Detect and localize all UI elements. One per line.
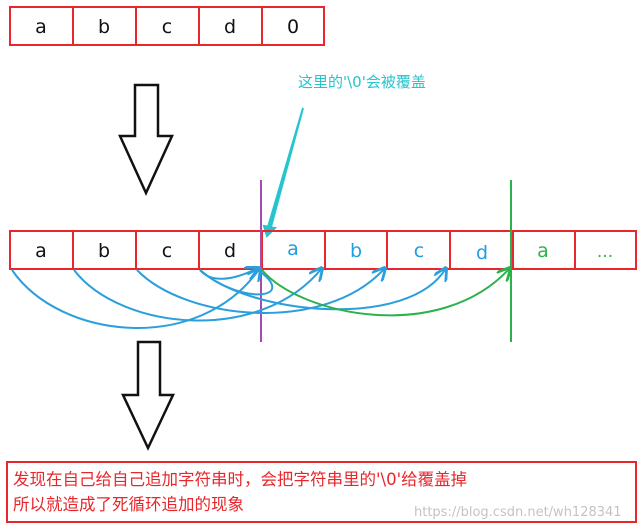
top-array: a b c d 0	[9, 6, 325, 46]
mid-cell-copied-text: a	[287, 238, 299, 260]
copy-arc-c	[136, 268, 385, 314]
top-cell-box	[261, 6, 325, 46]
caption-line-2: 所以就造成了死循环追加的现象	[13, 495, 244, 514]
blue-copy-arcs	[11, 268, 446, 329]
down-arrow-icon	[118, 83, 174, 197]
copy-arc-short	[199, 268, 258, 279]
overwrite-annotation: 这里的'\0'会被覆盖	[298, 73, 426, 91]
mid-cell-copied-text: b	[350, 240, 362, 262]
caption-box	[6, 461, 637, 523]
down-arrow-icon	[121, 340, 175, 451]
mid-cell-copied-text: c	[414, 240, 424, 262]
middle-array: a b c d a b c d a ...	[9, 230, 637, 270]
annotation-pointer-arrow	[262, 107, 304, 238]
mid-cell-text: a	[35, 240, 47, 262]
green-copy-arc	[261, 268, 510, 317]
mid-cell-second-copy-text: a	[537, 240, 549, 262]
mid-cell-text: b	[98, 240, 110, 262]
mid-cell-copied-text: d	[476, 242, 488, 264]
copy-arc-a	[11, 268, 260, 329]
watermark: https://blog.csdn.net/wh128341	[414, 505, 622, 520]
top-cell-null: 0	[287, 16, 299, 38]
top-cell-text: c	[162, 16, 172, 38]
mid-cell-text: d	[224, 240, 236, 262]
mid-cell-box	[574, 230, 637, 270]
caption-line-1: 发现在自己给自己追加字符串时，会把字符串里的'\0'给覆盖掉	[13, 470, 467, 489]
copy-arc-d-tail	[199, 268, 446, 311]
top-cell-text: b	[98, 16, 110, 38]
top-cell-text: d	[224, 16, 236, 38]
mid-cell-ellipsis: ...	[597, 242, 613, 262]
mid-cell-text: c	[162, 240, 172, 262]
top-cell-text: a	[35, 16, 47, 38]
